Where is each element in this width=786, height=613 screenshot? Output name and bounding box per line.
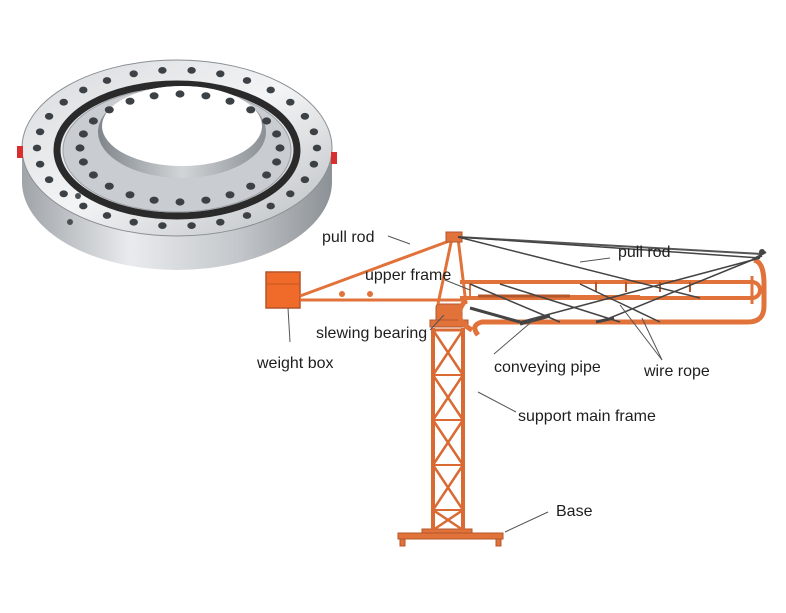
label-pull-rod-right: pull rod — [618, 244, 670, 261]
bolt-hole-outer — [286, 98, 295, 106]
bolt-hole-outer — [309, 160, 319, 168]
bearing-lube-hole — [75, 193, 81, 199]
bolt-hole-outer — [35, 160, 45, 168]
callout-labels: pull rod pull rod upper frame slewing be… — [256, 229, 710, 520]
bearing-marker-right — [331, 152, 337, 164]
label-support-main-frame: support main frame — [518, 408, 656, 425]
wire-ropes — [457, 236, 763, 323]
bolt-hole-outer — [266, 202, 275, 210]
conveying-pipe — [472, 257, 767, 337]
bolt-hole-inner — [88, 117, 98, 125]
bolt-hole-inner — [175, 198, 185, 206]
bolt-hole-inner — [275, 144, 285, 152]
bolt-hole-inner — [272, 158, 282, 166]
bolt-hole-outer — [266, 86, 275, 94]
counter-jib — [299, 238, 453, 302]
bolt-hole-outer — [102, 212, 112, 219]
bolt-hole-inner — [75, 144, 85, 152]
base-structure — [397, 528, 504, 547]
bolt-hole-inner — [104, 182, 114, 190]
bolt-hole-inner — [149, 196, 159, 204]
bolt-hole-outer — [44, 112, 54, 120]
bolt-hole-inner — [201, 92, 211, 100]
bolt-hole-outer — [102, 77, 112, 84]
bolt-hole-outer — [286, 190, 295, 198]
bolt-hole-inner — [125, 97, 135, 105]
label-weight-box: weight box — [256, 355, 334, 372]
bolt-hole-inner — [125, 191, 135, 199]
bolt-hole-inner — [225, 191, 235, 199]
label-conveying-pipe: conveying pipe — [494, 359, 601, 376]
bolt-hole-outer — [300, 176, 310, 184]
bolt-hole-outer — [32, 144, 42, 152]
bolt-hole-outer — [242, 212, 252, 219]
bearing-bore-opening — [102, 86, 262, 166]
label-base: Base — [556, 503, 593, 520]
label-slewing-bearing: slewing bearing — [316, 325, 427, 342]
bolt-hole-outer — [129, 70, 138, 78]
bolt-hole-outer — [158, 67, 167, 74]
bolt-hole-outer — [300, 112, 310, 120]
bolt-hole-outer — [44, 176, 54, 184]
bolt-hole-inner — [78, 158, 88, 166]
bolt-hole-outer — [35, 128, 45, 136]
bolt-hole-inner — [149, 92, 159, 100]
label-upper-frame: upper frame — [365, 267, 451, 284]
bolt-hole-outer — [59, 98, 68, 106]
bolt-hole-outer — [79, 202, 88, 210]
bolt-hole-outer — [216, 70, 225, 78]
bolt-hole-inner — [262, 171, 272, 179]
bolt-hole-outer — [158, 222, 167, 230]
bolt-hole-inner — [175, 90, 185, 98]
weight-box — [265, 271, 301, 309]
bolt-hole-outer — [187, 67, 196, 74]
bolt-hole-outer — [79, 86, 88, 94]
slewing-bearing-photo — [17, 59, 337, 270]
bolt-hole-outer — [312, 144, 322, 152]
leader-lines — [287, 235, 663, 533]
concrete-placing-boom — [265, 231, 767, 547]
label-wire-rope: wire rope — [643, 363, 710, 380]
bearing-outer-holes — [32, 67, 322, 230]
slewing-bearing-head — [429, 303, 469, 328]
bolt-hole-inner — [225, 97, 235, 105]
bolt-hole-inner — [78, 130, 88, 138]
bolt-hole-outer — [59, 190, 68, 198]
bolt-hole-outer — [129, 218, 138, 226]
bolt-hole-inner — [262, 117, 272, 125]
bolt-hole-inner — [246, 182, 256, 190]
bearing-lube-hole — [67, 219, 73, 225]
bearing-outer-side — [22, 148, 332, 270]
bearing-inner-holes — [75, 90, 285, 206]
lift-cylinder — [469, 306, 521, 324]
bearing-seal — [53, 80, 301, 220]
bolt-hole-outer — [187, 222, 196, 230]
bearing-marker-left — [17, 146, 23, 158]
bolt-hole-inner — [201, 196, 211, 204]
boom-upper-arm — [460, 276, 762, 304]
support-main-frame-tower — [431, 328, 465, 532]
bolt-hole-inner — [104, 106, 114, 114]
bolt-hole-outer — [309, 128, 319, 136]
bolt-hole-outer — [216, 218, 225, 226]
bolt-hole-outer — [242, 77, 252, 84]
label-pull-rod-left: pull rod — [322, 229, 374, 246]
bolt-hole-inner — [88, 171, 98, 179]
bolt-hole-inner — [246, 106, 256, 114]
bolt-hole-inner — [272, 130, 282, 138]
